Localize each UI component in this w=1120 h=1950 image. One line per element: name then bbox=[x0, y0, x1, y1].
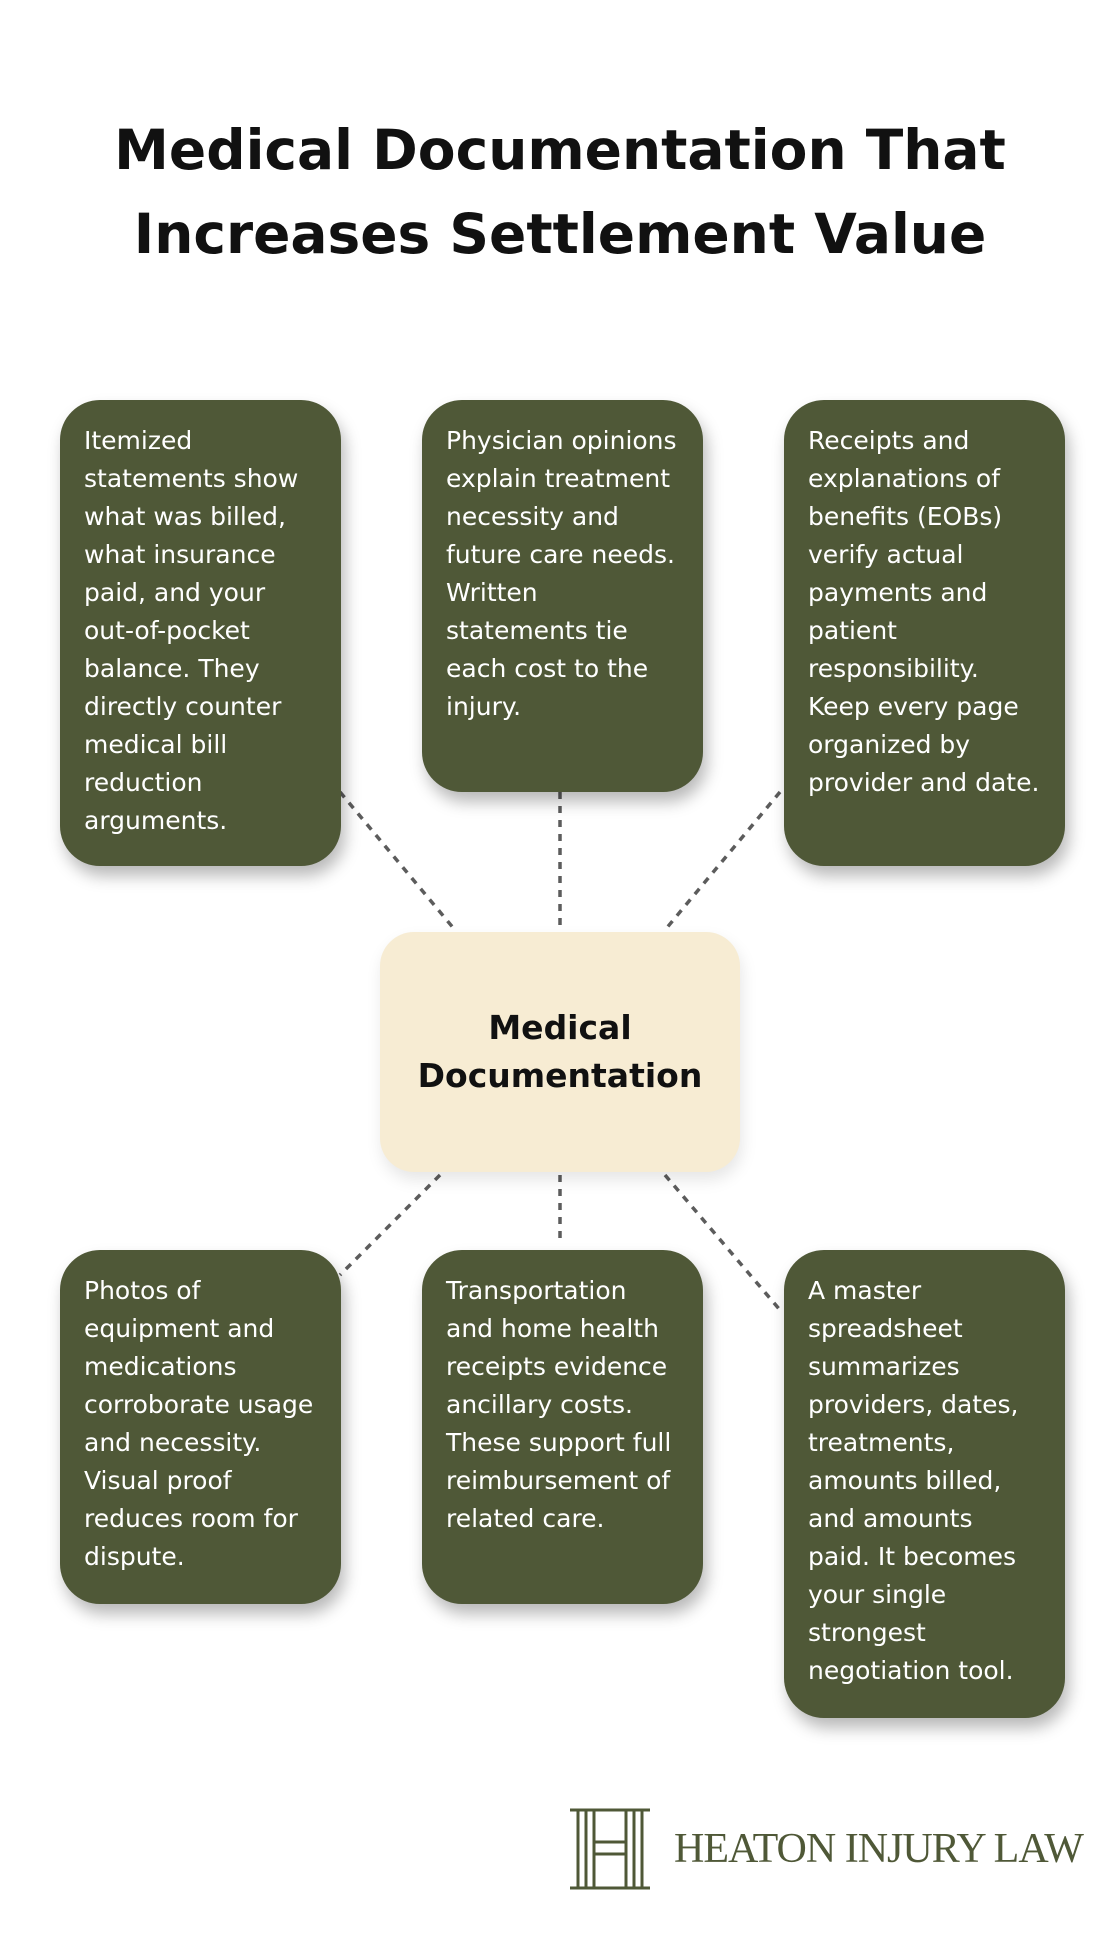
connector-top-right bbox=[663, 790, 782, 932]
card-physician-opinions: Physician opinions explain treatment nec… bbox=[422, 400, 703, 792]
card-text: Physician opinions explain treatment nec… bbox=[446, 426, 677, 721]
connector-bottom-right bbox=[663, 1173, 782, 1312]
card-text: Photos of equipment and medications corr… bbox=[84, 1276, 314, 1571]
card-master-spreadsheet: A master spreadsheet summarizes provider… bbox=[784, 1250, 1065, 1718]
connector-top-left bbox=[338, 790, 457, 932]
heaton-injury-law-logo: HEATON INJURY LAW bbox=[568, 1808, 1084, 1890]
center-node: Medical Documentation bbox=[380, 932, 740, 1172]
center-label: Medical Documentation bbox=[417, 1008, 703, 1095]
card-text: Transportation and home health receipts … bbox=[446, 1276, 672, 1533]
h-monogram-icon bbox=[570, 1808, 650, 1890]
card-receipts-eobs: Receipts and explanations of benefits (E… bbox=[784, 400, 1065, 866]
card-itemized-statements: Itemized statements show what was billed… bbox=[60, 400, 341, 866]
page-title: Medical Documentation That Increases Set… bbox=[114, 118, 1006, 266]
card-transportation-receipts: Transportation and home health receipts … bbox=[422, 1250, 703, 1604]
card-text: A master spreadsheet summarizes provider… bbox=[808, 1276, 1019, 1685]
card-text: Receipts and explanations of benefits (E… bbox=[808, 426, 1040, 797]
connector-bottom-left bbox=[338, 1173, 442, 1277]
logo-wordmark: HEATON INJURY LAW bbox=[674, 1826, 1084, 1872]
card-text: Itemized statements show what was billed… bbox=[84, 426, 299, 835]
card-photos: Photos of equipment and medications corr… bbox=[60, 1250, 341, 1604]
